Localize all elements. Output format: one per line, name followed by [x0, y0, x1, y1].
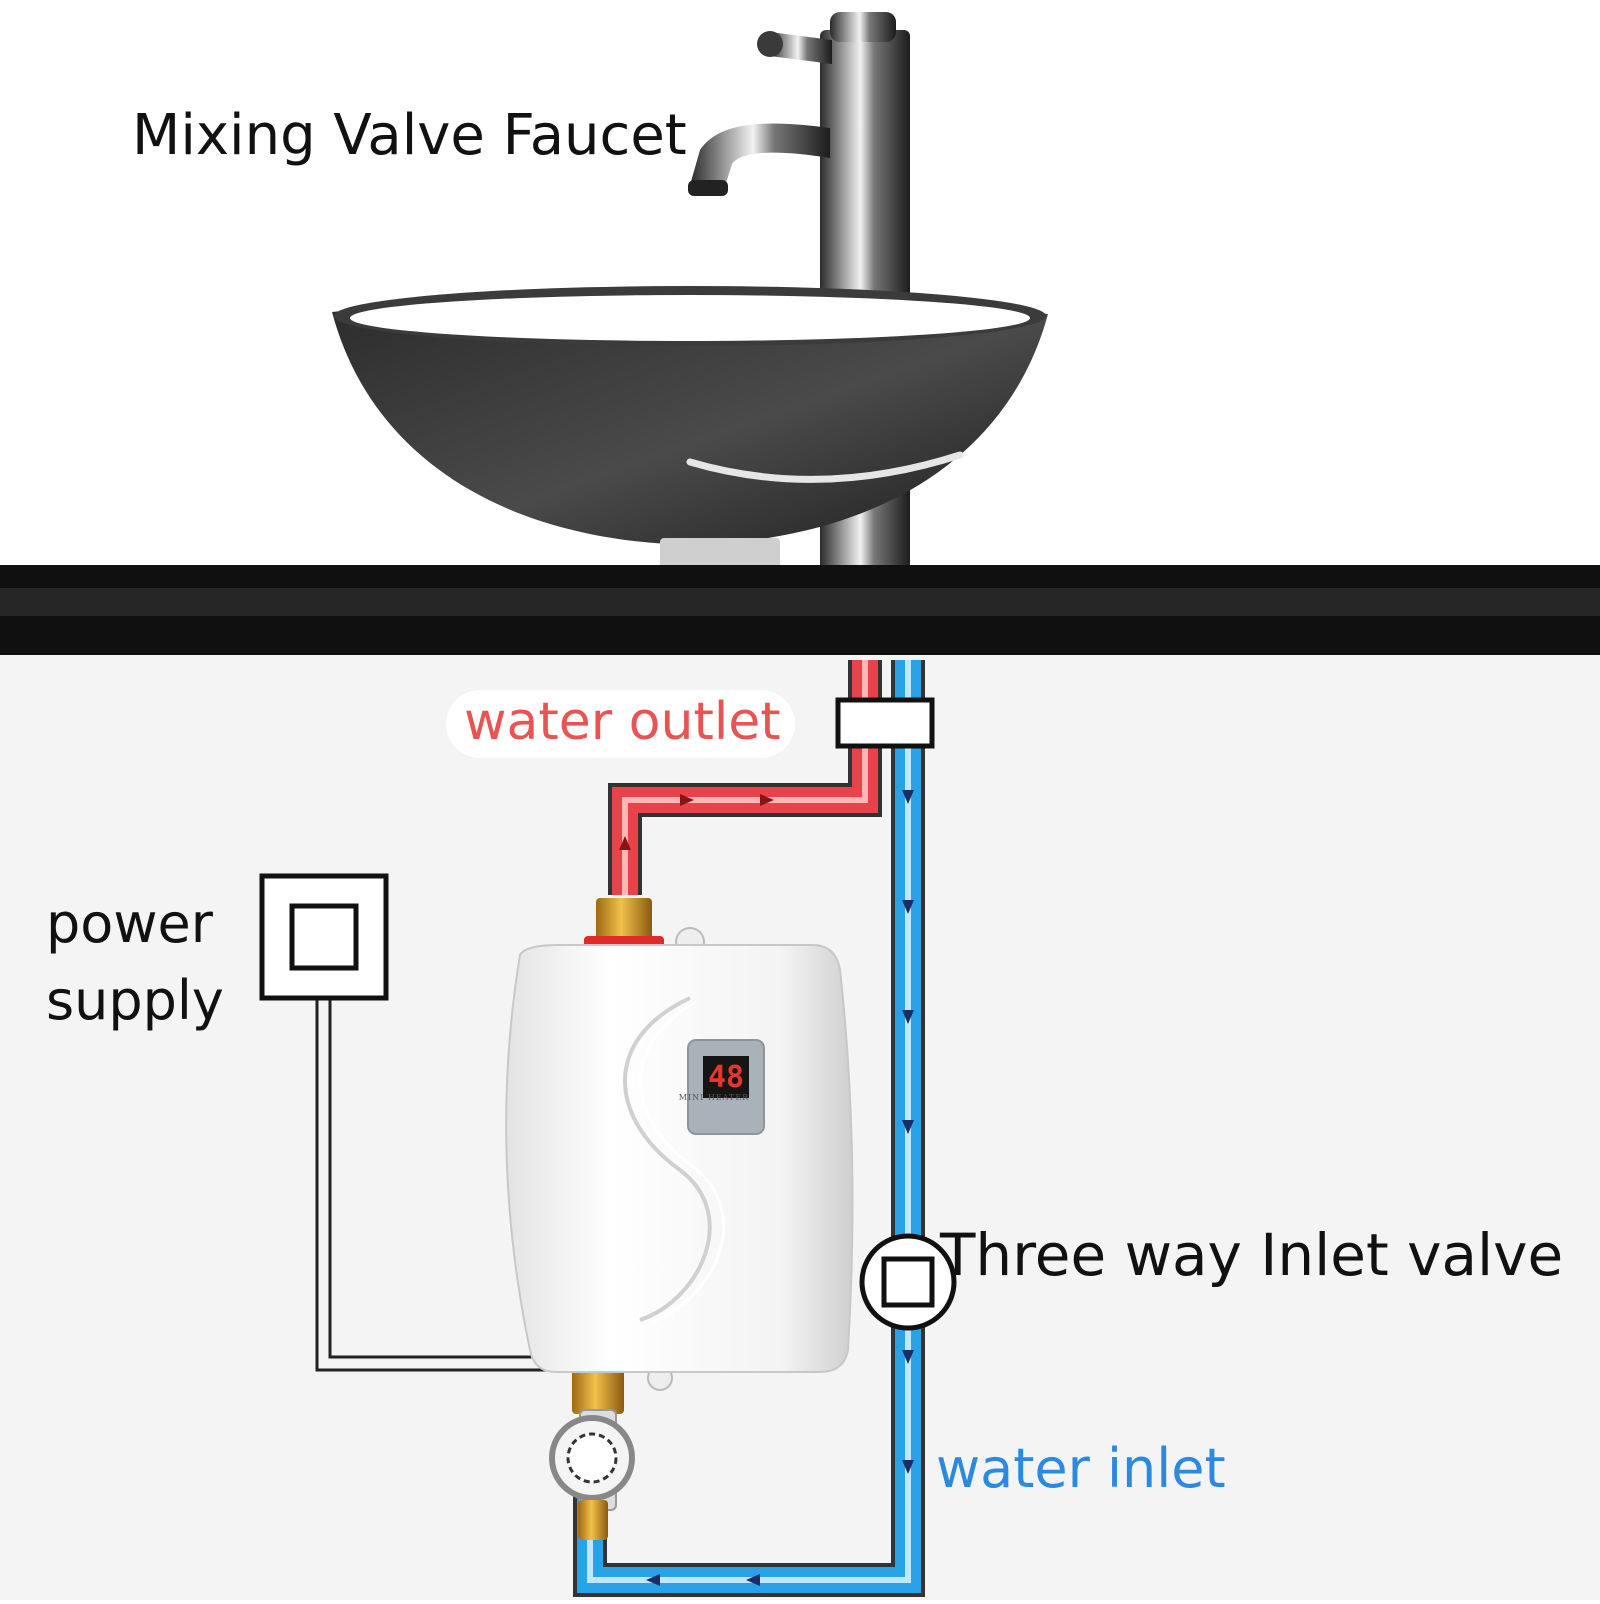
outlet-connector [835, 697, 935, 749]
mini-heater-unit [505, 927, 854, 1391]
sink-bowl-icon [332, 286, 1048, 568]
cold-flow-arrows [646, 790, 914, 1586]
power-supply-label: power supply [46, 892, 224, 1032]
temperature-readout: 48 [707, 1060, 745, 1095]
faucet-label: Mixing Valve Faucet [132, 103, 687, 168]
temperature-display [703, 1056, 749, 1098]
three-way-valve-label: Three way Inlet valve [940, 1221, 1564, 1289]
heater-outlet-fitting [584, 898, 664, 948]
heater-brand-label: MINI HEATER [678, 1093, 750, 1102]
water-inlet-label: water inlet [936, 1437, 1226, 1500]
water-outlet-label: water outlet [446, 690, 795, 758]
power-supply-socket-icon [259, 873, 389, 1001]
heater-inlet-fitting [549, 1368, 635, 1540]
countertop [0, 565, 1600, 655]
three-way-valve-icon [859, 1233, 957, 1331]
